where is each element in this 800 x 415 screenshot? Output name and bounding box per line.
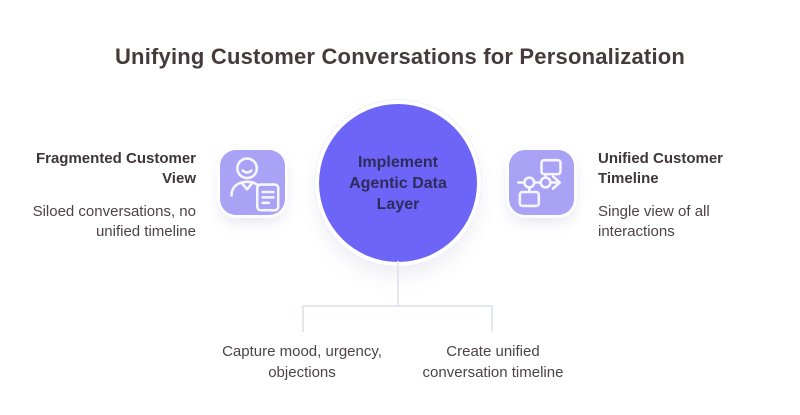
central-node-label: Implement Agentic Data Layer [349, 153, 447, 213]
right-panel-heading: Unified Customer Timeline [598, 150, 724, 187]
branch-label-create: Create unified conversation timeline [422, 343, 564, 381]
page-title: Unifying Customer Conversations for Pers… [114, 44, 686, 69]
connector-drop-right [491, 305, 493, 332]
left-panel-body: Siloed conversations, no unified timelin… [32, 203, 196, 240]
flowchart-timeline-icon-glyph [517, 158, 562, 208]
right-panel-body: Single view of all interactions [598, 203, 710, 240]
right-panel: Unified Customer Timeline Single view of… [598, 149, 750, 242]
left-panel-heading: Fragmented Customer View [35, 150, 196, 187]
left-panel: Fragmented Customer View Siloed conversa… [28, 149, 196, 242]
customer-profile-icon [220, 150, 285, 215]
central-node: Implement Agentic Data Layer [319, 104, 477, 262]
branch-label-capture: Capture mood, urgency, objections [222, 343, 382, 381]
connector-horizontal-branch [302, 305, 493, 307]
connector-vertical-main [397, 261, 399, 307]
flowchart-timeline-icon [509, 150, 574, 215]
connector-drop-left [302, 305, 304, 332]
customer-profile-icon-glyph [230, 157, 280, 212]
